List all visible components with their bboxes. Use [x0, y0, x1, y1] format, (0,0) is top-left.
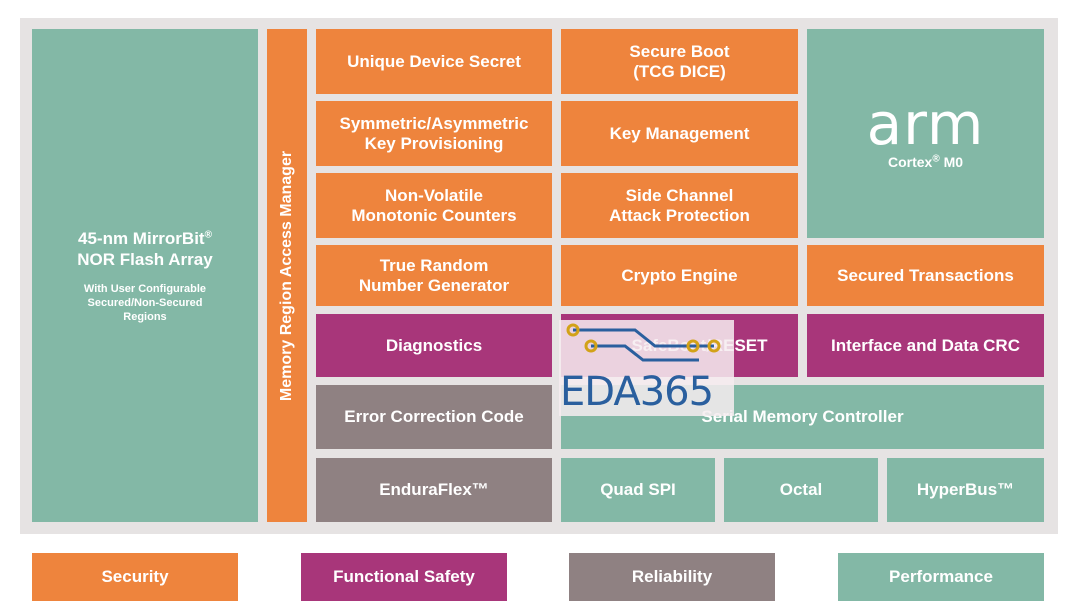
ecc-block: Error Correction Code: [316, 385, 552, 449]
legend-performance: Performance: [838, 553, 1044, 601]
legend-functional-safety: Functional Safety: [301, 553, 507, 601]
memory-region-access-manager: Memory Region Access Manager: [267, 29, 307, 522]
eda365-watermark: EDA365: [559, 320, 734, 416]
trng-block: True Random Number Generator: [316, 245, 552, 306]
key-management-block: Key Management: [561, 101, 798, 166]
key-provisioning-block: Symmetric/Asymmetric Key Provisioning: [316, 101, 552, 166]
legend-security: Security: [32, 553, 238, 601]
flash-array-block: 45-nm MirrorBit® NOR Flash Array With Us…: [32, 29, 258, 522]
flash-title-1: 45-nm MirrorBit: [78, 228, 205, 248]
arm-logo: arm: [866, 89, 985, 158]
flash-sub-1: With User Configurable: [83, 282, 207, 295]
unique-device-secret-block: Unique Device Secret: [316, 29, 552, 94]
interface-data-crc-block: Interface and Data CRC: [807, 314, 1044, 377]
crypto-engine-block: Crypto Engine: [561, 245, 798, 306]
mram-label: Memory Region Access Manager: [278, 150, 295, 401]
monotonic-counters-block: Non-Volatile Monotonic Counters: [316, 173, 552, 238]
side-channel-block: Side Channel Attack Protection: [561, 173, 798, 238]
circuit-trace-icon: [566, 323, 721, 362]
flash-sub-3: Regions: [123, 310, 167, 323]
secure-boot-block: Secure Boot (TCG DICE): [561, 29, 798, 94]
quad-spi-block: Quad SPI: [561, 458, 715, 522]
flash-title-2: NOR Flash Array: [77, 249, 213, 269]
eda365-text: EDA365: [560, 369, 714, 415]
arm-cortex-m0-block: arm Cortex® M0: [807, 29, 1044, 238]
enduraflex-block: EnduraFlex™: [316, 458, 552, 522]
octal-block: Octal: [724, 458, 878, 522]
cortex-label: Cortex® M0: [887, 152, 964, 170]
hyperbus-block: HyperBus™: [887, 458, 1044, 522]
legend-reliability: Reliability: [569, 553, 775, 601]
flash-sub-2: Secured/Non-Secured: [87, 296, 203, 309]
diagnostics-block: Diagnostics: [316, 314, 552, 377]
secured-transactions-block: Secured Transactions: [807, 245, 1044, 306]
